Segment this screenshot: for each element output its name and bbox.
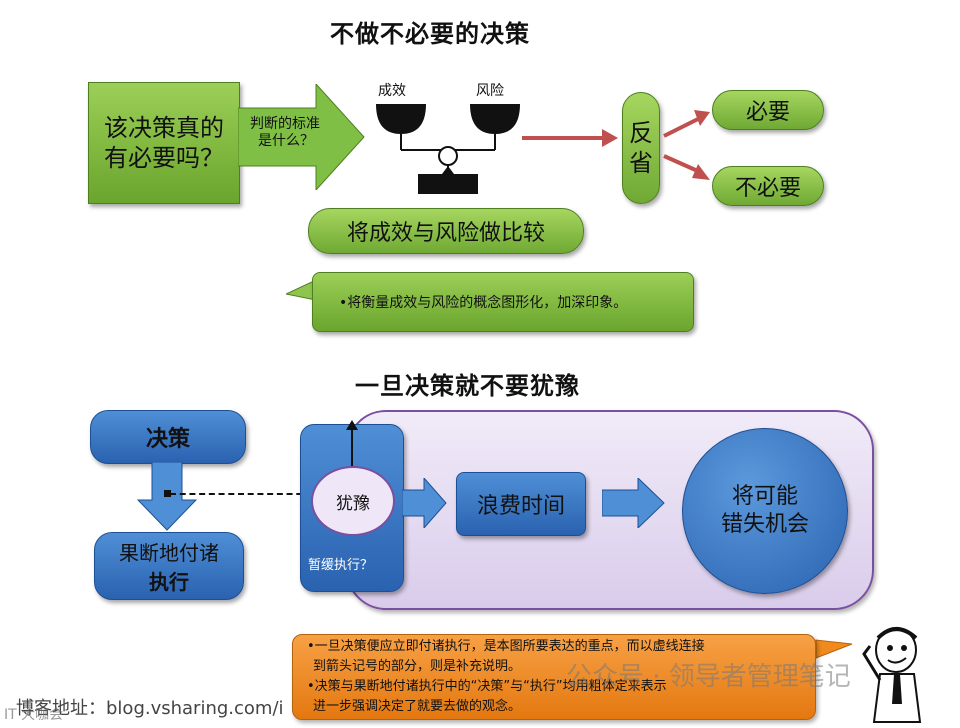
compare-pill: 将成效与风险做比较	[308, 208, 584, 254]
presenter-figure-icon	[862, 627, 922, 723]
reflect-char1: 反	[629, 119, 653, 147]
dashed-connector	[170, 493, 312, 495]
criteria-line2: 是什么？	[258, 133, 314, 149]
corner-watermark: IT 大咖会	[4, 707, 64, 723]
scale-right-label: 风险	[476, 83, 504, 99]
hesitate-circle: 犹豫	[311, 466, 395, 536]
reflect-pill: 反 省	[622, 92, 660, 204]
execute-line2: 执行	[149, 570, 189, 594]
criteria-label: 判断的标准 是什么？	[250, 116, 340, 150]
red-arrow-main	[522, 129, 618, 147]
callout-line2: 到箭头记号的部分，则是补充说明。	[313, 659, 522, 674]
question-line2: 有必要吗？	[104, 144, 224, 172]
balance-scale-icon	[376, 104, 520, 194]
callout-line3: •决策与果断地付诸执行中的“决策”与“执行”均用粗体定来表示	[307, 679, 667, 694]
note-text: •将衡量成效与风险的概念图形化，加深印象。	[339, 295, 628, 311]
section2-title: 一旦决策就不要犹豫	[355, 372, 580, 400]
scale-left-label: 成效	[378, 83, 406, 99]
criteria-line1: 判断的标准	[250, 116, 320, 132]
execute-line1: 果断地付诸	[119, 541, 219, 565]
decision-box: 决策	[90, 410, 246, 464]
down-arrow	[136, 462, 198, 531]
up-arrow-icon	[346, 420, 358, 466]
section1-title: 不做不必要的决策	[330, 20, 530, 48]
arrow-to-waste	[402, 478, 447, 528]
outcome-necessary: 必要	[712, 90, 824, 130]
watermark-text: 公众号 · 领导者管理笔记	[566, 662, 851, 692]
callout-line4: 进一步强调决定了就要去做的观念。	[313, 699, 522, 714]
question-line1: 该决策真的	[104, 114, 224, 142]
blog-address: 博客地址：blog.vsharing.com/i	[16, 698, 284, 719]
miss-line2: 错失机会	[720, 512, 809, 537]
miss-line1: 将可能	[731, 484, 798, 509]
postpone-label: 暂缓执行？	[308, 558, 374, 573]
execute-box: 果断地付诸 执行	[94, 532, 244, 600]
callout-line1: •一旦决策便应立即付诸执行，是本图所要表达的重点，而以虚线连接	[307, 639, 705, 654]
red-arrow-up	[663, 110, 710, 138]
arrow-to-miss	[602, 478, 665, 528]
callout-tail	[815, 639, 853, 659]
reflect-char2: 省	[629, 149, 653, 177]
question-box: 该决策真的 有必要吗？	[88, 82, 240, 204]
note-box: •将衡量成效与风险的概念图形化，加深印象。	[312, 272, 694, 332]
outcome-unnecessary: 不必要	[712, 166, 824, 206]
criteria-arrow	[238, 84, 365, 190]
miss-chance-circle: 将可能 错失机会	[682, 428, 848, 594]
callout-box: •一旦决策便应立即付诸执行，是本图所要表达的重点，而以虚线连接 到箭头记号的部分…	[292, 634, 816, 720]
waste-time-box: 浪费时间	[456, 472, 586, 536]
red-arrow-down	[663, 154, 710, 180]
